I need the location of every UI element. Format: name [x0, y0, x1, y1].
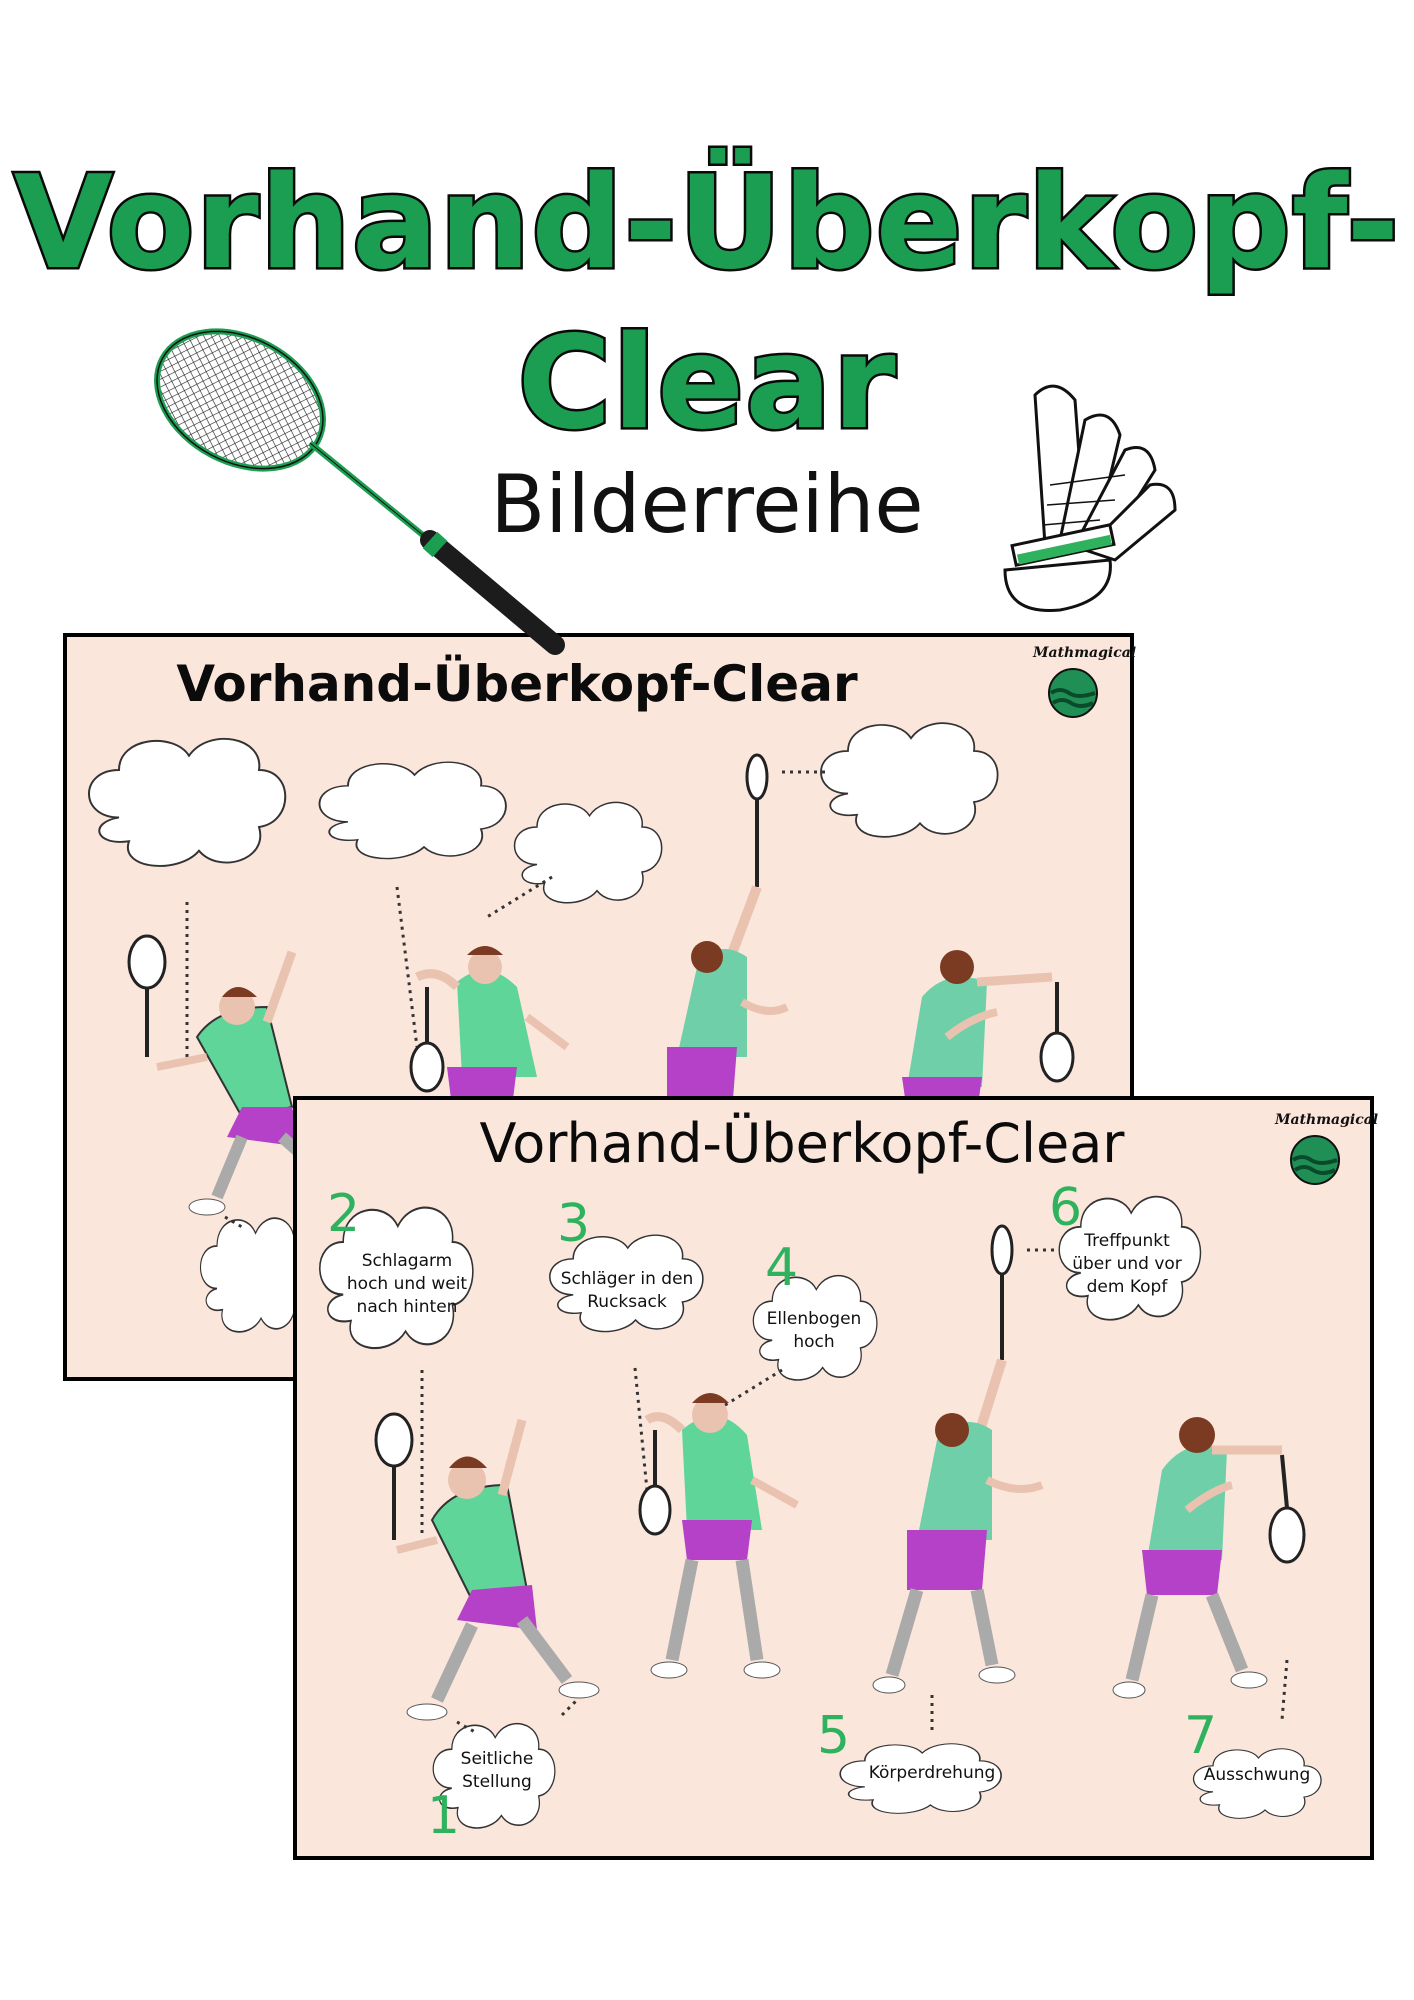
step-3-text: Schläger in den Rucksack [560, 1269, 694, 1312]
step-4-number: 4 [765, 1238, 799, 1298]
step-2-number: 2 [327, 1184, 361, 1244]
worksheet-filled: Vorhand-Überkopf-Clear Mathmagical Seitl… [293, 1096, 1379, 1860]
step-7-number: 7 [1184, 1706, 1218, 1766]
logo-text: Mathmagical [1275, 1112, 1379, 1128]
step-5-text: Körperdrehung [868, 1763, 996, 1783]
badminton-racket-icon [154, 328, 565, 655]
worksheet-filled-title: Vorhand-Überkopf-Clear [479, 1112, 1125, 1175]
cover-title-line-2: Clear [515, 309, 898, 458]
worksheet-filled-illustration [318, 1195, 1322, 1829]
player-figure [374, 1412, 600, 1721]
cover-title-line-1: Vorhand-Überkopf- [11, 149, 1402, 298]
step-1-text: Seitliche Stellung [460, 1749, 534, 1792]
step-7-text: Ausschwung [1203, 1765, 1311, 1785]
worksheet-blank-title: Vorhand-Überkopf-Clear [176, 655, 858, 713]
shuttlecock-icon [1003, 384, 1177, 612]
step-3-number: 3 [557, 1194, 591, 1254]
player-figure [1112, 1417, 1306, 1699]
step-4-text: Ellenbogen hoch [766, 1309, 862, 1352]
mathmagical-logo-icon: Mathmagical [1033, 645, 1137, 721]
cover-subtitle: Bilderreihe [490, 458, 924, 551]
step-6-number: 6 [1049, 1178, 1083, 1238]
step-6-text: Treffpunkt über und vor dem Kopf [1072, 1231, 1182, 1297]
player-figure [638, 1393, 799, 1679]
logo-text: Mathmagical [1033, 645, 1137, 661]
step-5-number: 5 [817, 1706, 851, 1766]
step-1-number: 1 [427, 1786, 461, 1846]
player-figure [872, 1224, 1044, 1694]
step-2-text: Schlagarm hoch und weit nach hinten [346, 1251, 468, 1317]
mathmagical-logo-icon: Mathmagical [1275, 1112, 1379, 1188]
player-figure [667, 753, 789, 1112]
player-figure [902, 950, 1075, 1112]
player-figure [409, 946, 570, 1107]
